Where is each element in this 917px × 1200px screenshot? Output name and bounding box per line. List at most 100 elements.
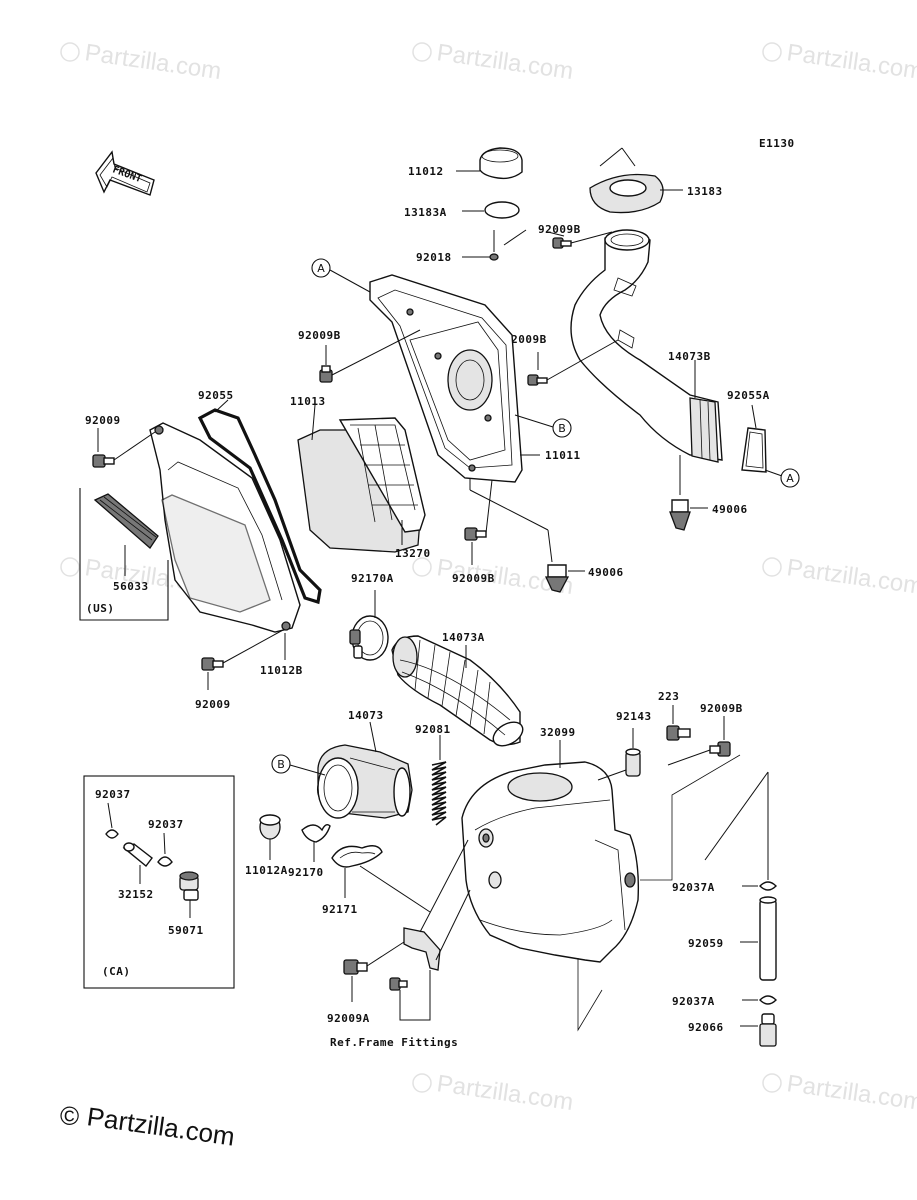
bolt-frame-fitting [389,977,408,991]
part-label-14073B: 14073B [668,350,711,363]
washer-92018 [489,253,499,261]
svg-text:Partzilla.com: Partzilla.com [785,554,917,600]
cap-11012 [479,147,523,180]
watermark-bottom-mid: Partzilla.com [412,1070,575,1116]
watermark-top-left: Partzilla.com [60,39,223,85]
part-label-11013: 11013 [290,395,326,408]
fitting-59071 [179,871,199,901]
part-label-92009B-mid: 92009B [504,333,547,346]
part-label-92009B-left: 92009B [298,329,341,342]
bolt-223 [666,725,691,741]
part-label-56033: 56033 [113,580,149,593]
svg-text:©: © [60,1101,79,1131]
ca-box [83,775,235,989]
bolt-92009-low [201,657,224,671]
frame-fittings-note: Ref.Frame Fittings [330,1036,458,1049]
grommet-49006-upper [669,499,691,531]
part-label-92037-b: 92037 [148,818,184,831]
hose-32152 [122,842,153,868]
svg-text:Partzilla.com: Partzilla.com [785,1070,917,1116]
part-label-92009-low: 92009 [195,698,231,711]
ref-callout-a-right [780,468,800,488]
ref-callout-b-top [552,418,572,438]
part-label-92055A: 92055A [727,389,770,402]
part-label-92009B-top: 92009B [538,223,581,236]
band-92171 [331,845,383,868]
part-label-11011: 11011 [545,449,581,462]
airbox-11011 [369,274,523,483]
watermark-bottom-right: Partzilla.com [762,1070,917,1116]
part-label-92009-top: 92009 [85,414,121,427]
svg-text:Partzilla.com: Partzilla.com [85,1101,237,1151]
part-label-11012B: 11012B [260,664,303,677]
frame-stub-bottom [577,958,603,1032]
intake-duct-14073B [570,229,723,463]
bolt-92009B-top [552,237,572,249]
clip-92037A-lower [759,995,777,1005]
frame-stub-right [640,754,741,881]
ref-callout-a-left [311,258,331,278]
diagram-code: E1130 [759,137,795,150]
part-label-92009B-right: 92009B [700,702,743,715]
bolt-92009B-low [464,527,487,541]
part-label-92009A: 92009A [327,1012,370,1025]
gasket-92055 [197,408,322,605]
part-label-13270: 13270 [395,547,431,560]
clamp-92170A [349,615,389,661]
bolt-92009B-left [319,365,333,383]
svg-text:Partzilla.com: Partzilla.com [435,1070,575,1116]
part-label-92170: 92170 [288,866,324,879]
intake-boot-14073A [391,635,524,747]
watermark-top-right: Partzilla.com [762,39,917,85]
part-label-14073: 14073 [348,709,384,722]
part-label-92037-a: 92037 [95,788,131,801]
svg-text:Partzilla.com: Partzilla.com [785,39,917,85]
spring-92081 [431,761,447,826]
grommet-11012A [259,814,281,840]
svg-text:A: A [317,262,325,275]
part-label-49006-upper: 49006 [712,503,748,516]
us-box [79,488,169,621]
clip-92037-a [105,829,119,839]
part-label-59071: 59071 [168,924,204,937]
plate-13183A [484,201,520,219]
svg-text:Partzilla.com: Partzilla.com [83,39,223,85]
part-label-11012: 11012 [408,165,444,178]
bolt-92009B-right [709,741,731,757]
gasket-92055A [741,427,767,473]
bracket [403,927,441,971]
clip-92037A-upper [759,881,777,891]
grommet-49006-lower [544,564,570,593]
plug-92066 [759,1013,777,1047]
svg-text:Partzilla.com: Partzilla.com [435,39,575,85]
part-label-14073A: 14073A [442,631,485,644]
ref-callout-b-bottom [271,754,291,774]
part-label-92059: 92059 [688,937,724,950]
bolt-92009B-mid [527,374,548,386]
part-label-32152: 32152 [118,888,154,901]
bolt-92009-top [92,454,115,468]
filter-element-11013 [297,417,426,553]
part-label-92018: 92018 [416,251,452,264]
part-label-92143: 92143 [616,710,652,723]
tank-32099 [461,761,639,963]
brand-logo: © Partzilla.com [60,1101,237,1152]
svg-text:B: B [558,422,566,435]
svg-text:B: B [277,758,285,771]
part-label-13183A: 13183A [404,206,447,219]
watermark-top-mid: Partzilla.com [412,39,575,85]
part-label-49006-lower: 49006 [588,566,624,579]
watermark-mid-right: Partzilla.com [762,554,917,600]
part-label-32099: 32099 [540,726,576,739]
plate-13183 [589,147,664,214]
part-label-92170A: 92170A [351,572,394,585]
airbox-cover-11012B [149,422,301,633]
bolt-92009A [343,959,368,975]
part-label-223: 223 [658,690,679,703]
part-label-13183: 13183 [687,185,723,198]
clip-92170 [301,823,331,843]
us-box-label: (US) [86,602,115,615]
hose-92059 [759,896,777,981]
clip-92037-b [157,856,173,867]
part-label-92037A-upper: 92037A [672,881,715,894]
